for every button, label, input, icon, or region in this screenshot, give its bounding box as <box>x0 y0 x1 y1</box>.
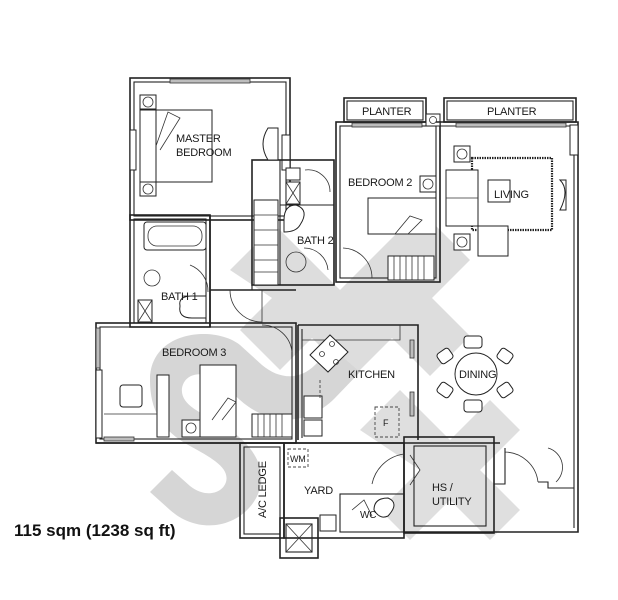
label-kitchen: KITCHEN <box>348 369 395 381</box>
label-wm: WM <box>290 454 306 464</box>
watermark <box>150 210 520 540</box>
label-bedroom-2: BEDROOM 2 <box>348 177 412 189</box>
label-hs-utility-2: UTILITY <box>432 496 472 508</box>
area-label: 115 sqm (1238 sq ft) <box>14 521 176 540</box>
label-fridge: F <box>383 418 389 428</box>
label-bath-1: BATH 1 <box>161 291 198 303</box>
label-bath-2: BATH 2 <box>297 235 334 247</box>
walls <box>95 77 579 559</box>
label-planter-1: PLANTER <box>362 106 412 118</box>
label-planter-2: PLANTER <box>487 106 537 118</box>
furniture <box>104 94 567 532</box>
label-master-bedroom-1: MASTER <box>176 133 221 145</box>
label-yard: YARD <box>304 485 333 497</box>
label-living: LIVING <box>494 189 529 201</box>
label-dining: DINING <box>459 369 496 381</box>
label-ac-ledge: A/C LEDGE <box>257 461 269 518</box>
room-labels: MASTER BEDROOM BEDROOM 2 BEDROOM 3 BATH … <box>161 106 537 521</box>
label-hs-utility-1: HS / <box>432 482 454 494</box>
label-bedroom-3: BEDROOM 3 <box>162 347 226 359</box>
label-wc: WC <box>360 510 376 521</box>
doors <box>189 169 563 485</box>
label-master-bedroom-2: BEDROOM <box>176 147 231 159</box>
